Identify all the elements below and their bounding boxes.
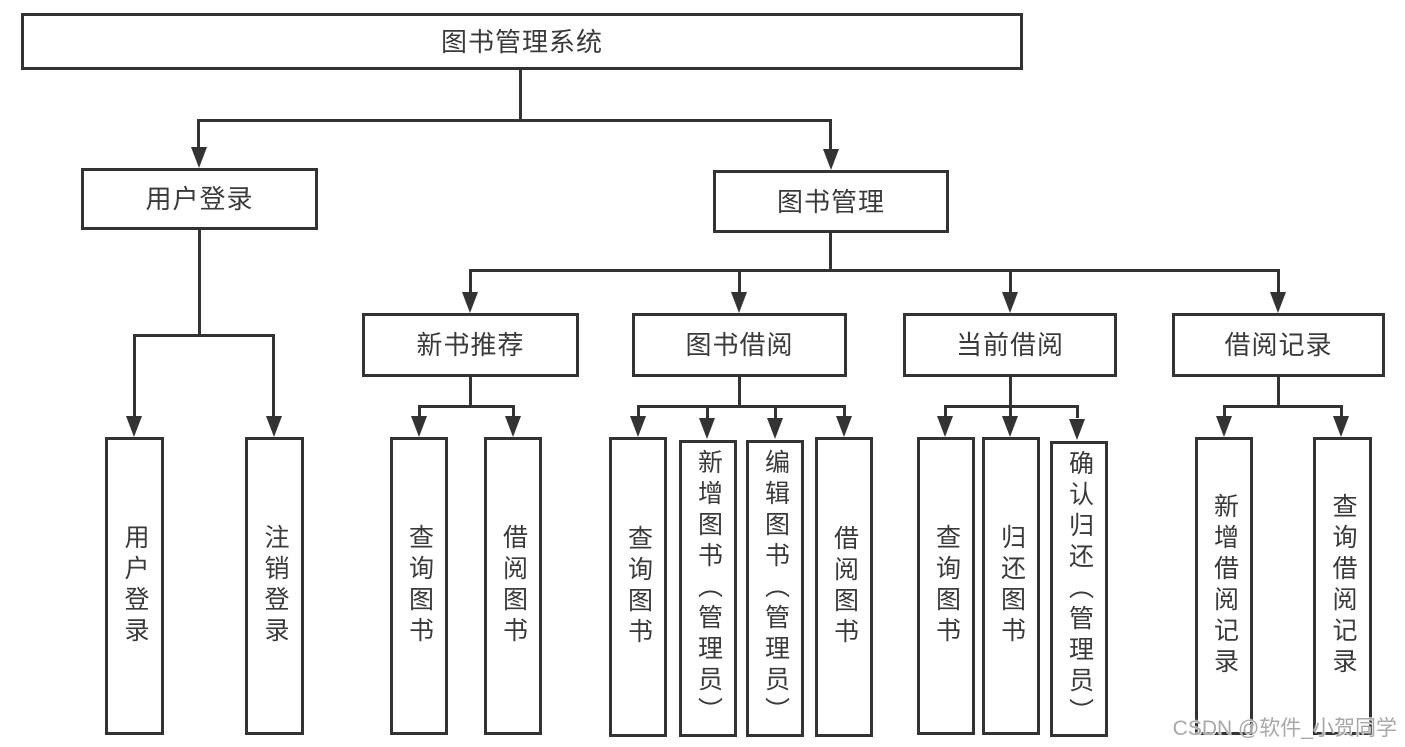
tree-line: [133, 334, 136, 419]
tree-line: [1223, 405, 1342, 408]
arrowhead-down-icon: [767, 418, 783, 439]
tree-line: [1277, 377, 1280, 408]
arrowhead-down-icon: [823, 149, 839, 170]
arrowhead-down-icon: [266, 416, 282, 437]
node-borrow-records-label: 借阅记录: [1224, 330, 1333, 360]
node-leaf-query-books-1: 查询图书: [390, 437, 448, 735]
tree-line: [1340, 405, 1343, 418]
node-leaf-query-books-1-label: 查询图书: [405, 524, 434, 648]
arrowhead-down-icon: [126, 416, 142, 437]
arrowhead-down-icon: [630, 416, 646, 437]
node-book-management-label: 图书管理: [776, 186, 885, 217]
tree-line: [519, 69, 522, 120]
tree-line: [637, 405, 846, 408]
node-borrow-records: 借阅记录: [1172, 313, 1385, 377]
tree-line: [706, 405, 709, 418]
node-leaf-borrow-books-2: 借阅图书: [815, 437, 873, 737]
tree-line: [469, 269, 472, 295]
node-root-label: 图书管理系统: [440, 26, 603, 57]
node-leaf-add-borrow-record: 新增借阅记录: [1195, 437, 1253, 735]
node-leaf-query-books-3-label: 查询图书: [932, 524, 961, 648]
node-leaf-query-books-2-label: 查询图书: [624, 525, 653, 649]
node-leaf-confirm-return-admin-label: 确认归还（管理员）: [1065, 449, 1094, 729]
arrowhead-down-icon: [699, 418, 715, 439]
tree-line: [1076, 405, 1079, 418]
tree-line: [1009, 269, 1012, 295]
node-root: 图书管理系统: [21, 13, 1023, 70]
node-leaf-edit-book-admin: 编辑图书（管理员）: [746, 440, 804, 737]
node-leaf-query-books-3: 查询图书: [917, 437, 975, 735]
arrowhead-down-icon: [731, 292, 747, 313]
arrowhead-down-icon: [462, 292, 478, 313]
tree-line: [512, 405, 515, 418]
node-new-book-recommend-label: 新书推荐: [416, 330, 525, 360]
node-leaf-edit-book-admin-label: 编辑图书（管理员）: [761, 449, 790, 728]
node-leaf-query-borrow-record: 查询借阅记录: [1313, 437, 1372, 735]
tree-line: [418, 405, 421, 418]
tree-line: [738, 377, 741, 408]
arrowhead-down-icon: [1216, 416, 1232, 437]
tree-line: [197, 119, 200, 152]
node-leaf-return-books-label: 归还图书: [997, 524, 1026, 648]
tree-line: [418, 405, 515, 408]
node-leaf-query-books-2: 查询图书: [609, 437, 667, 737]
tree-line: [829, 233, 832, 271]
node-leaf-borrow-books-2-label: 借阅图书: [830, 525, 859, 649]
node-leaf-add-book-admin: 新增图书（管理员）: [679, 440, 737, 737]
node-current-borrow-label: 当前借阅: [955, 330, 1064, 360]
node-leaf-add-book-admin-label: 新增图书（管理员）: [694, 449, 723, 728]
tree-line: [829, 119, 832, 154]
node-book-borrow: 图书借阅: [632, 313, 847, 377]
tree-line: [1009, 377, 1012, 408]
arrowhead-down-icon: [836, 416, 852, 437]
arrowhead-down-icon: [191, 147, 207, 168]
arrowhead-down-icon: [1069, 419, 1085, 440]
tree-line: [944, 405, 947, 418]
tree-line: [133, 334, 275, 337]
arrowhead-down-icon: [1333, 416, 1349, 437]
node-leaf-logout: 注销登录: [245, 437, 304, 735]
node-new-book-recommend: 新书推荐: [362, 313, 579, 377]
node-book-management: 图书管理: [713, 170, 949, 233]
node-user-login: 用户登录: [81, 168, 318, 230]
node-leaf-query-borrow-record-label: 查询借阅记录: [1329, 493, 1357, 679]
arrowhead-down-icon: [1002, 292, 1018, 313]
node-leaf-return-books: 归还图书: [982, 437, 1040, 735]
tree-line: [198, 119, 832, 122]
arrowhead-down-icon: [505, 416, 521, 437]
tree-line: [1277, 269, 1280, 295]
node-leaf-user-login-label: 用户登录: [121, 524, 149, 648]
node-leaf-logout-label: 注销登录: [261, 524, 289, 648]
node-leaf-borrow-books-1-label: 借阅图书: [499, 524, 528, 648]
arrowhead-down-icon: [411, 416, 427, 437]
arrowhead-down-icon: [1002, 416, 1018, 437]
tree-line: [738, 269, 741, 295]
tree-line: [198, 230, 201, 336]
tree-line: [637, 405, 640, 418]
node-leaf-confirm-return-admin: 确认归还（管理员）: [1050, 441, 1108, 737]
node-leaf-add-borrow-record-label: 新增借阅记录: [1210, 493, 1239, 679]
tree-line: [272, 334, 275, 419]
tree-line: [469, 269, 1280, 272]
csdn-watermark: CSDN @软件_小贺同学: [1172, 717, 1397, 740]
node-user-login-label: 用户登录: [145, 184, 254, 214]
tree-line: [469, 377, 472, 408]
tree-line: [774, 405, 777, 418]
node-leaf-borrow-books-1: 借阅图书: [484, 437, 542, 735]
arrowhead-down-icon: [937, 416, 953, 437]
node-leaf-user-login: 用户登录: [105, 437, 164, 735]
tree-line: [1009, 405, 1012, 418]
node-book-borrow-label: 图书借阅: [685, 330, 794, 360]
node-current-borrow: 当前借阅: [903, 313, 1117, 377]
arrowhead-down-icon: [1270, 292, 1286, 313]
tree-line: [843, 405, 846, 418]
tree-line: [1223, 405, 1226, 418]
